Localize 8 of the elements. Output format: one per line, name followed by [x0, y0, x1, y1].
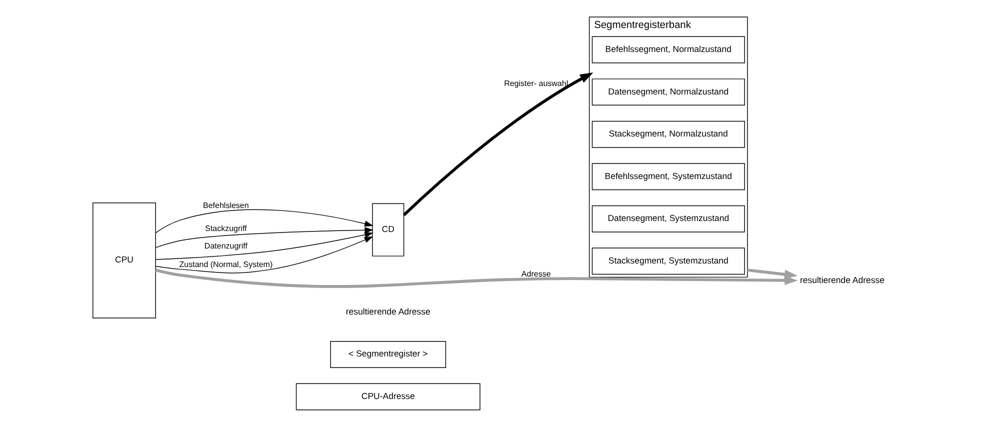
node-text: resultierende Adresse — [800, 275, 884, 286]
edge-label: Zustand (Normal, System) — [179, 260, 273, 269]
label: resultierende Adresse — [346, 306, 430, 316]
edge-label: Stackzugriff — [205, 224, 247, 234]
edge-label: Register- auswahl — [504, 79, 568, 88]
edge-label: Adresse — [521, 269, 551, 278]
edge-label: Datenzugriff — [204, 242, 248, 251]
edge-label: Befehlslesen — [203, 200, 249, 210]
